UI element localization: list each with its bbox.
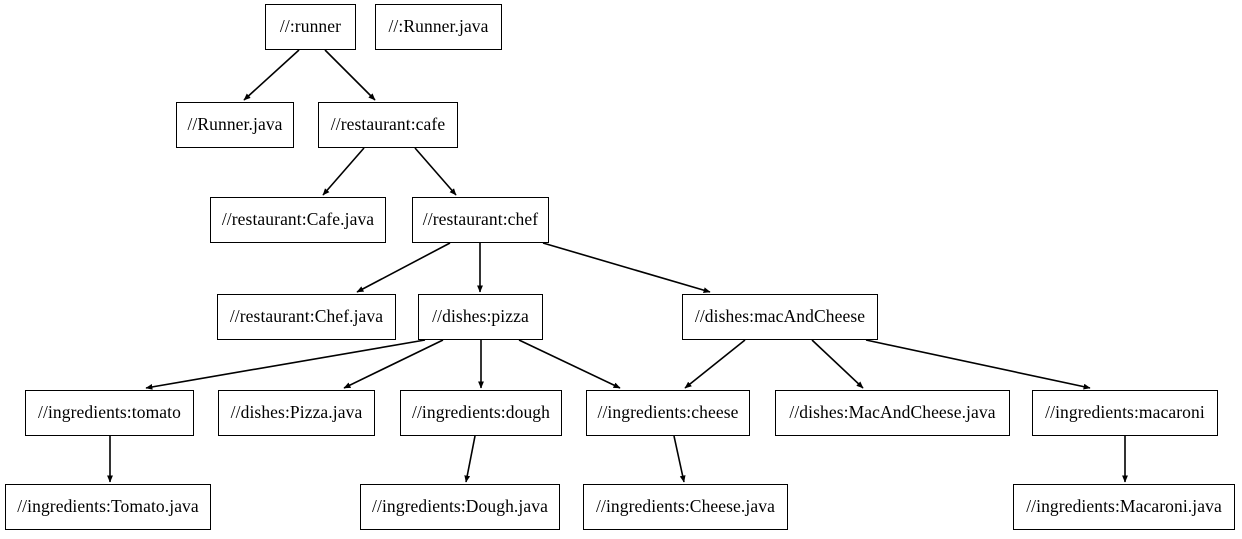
graph-edge-restaurant_chef-to-restaurant_chef_java xyxy=(356,242,451,293)
graph-node-restaurant_cafe_java[interactable]: //restaurant:Cafe.java xyxy=(210,197,386,243)
graph-node-label: //restaurant:chef xyxy=(422,209,539,230)
graph-edge-dishes_pizza-to-ingredients_cheese xyxy=(518,339,621,389)
graph-node-dishes_macandcheese[interactable]: //dishes:macAndCheese xyxy=(682,294,878,340)
graph-node-restaurant_chef_java[interactable]: //restaurant:Chef.java xyxy=(217,294,396,340)
graph-node-dishes_macandcheese_java[interactable]: //dishes:MacAndCheese.java xyxy=(775,390,1010,436)
graph-node-dishes_pizza_java[interactable]: //dishes:Pizza.java xyxy=(218,390,375,436)
graph-node-dishes_pizza[interactable]: //dishes:pizza xyxy=(418,294,543,340)
graph-edge-dishes_macandcheese-to-ingredients_cheese xyxy=(684,339,746,389)
graph-node-label: //ingredients:cheese xyxy=(597,402,739,423)
graph-node-ingredients_dough_java[interactable]: //ingredients:Dough.java xyxy=(360,484,560,530)
graph-node-ingredients_macaroni[interactable]: //ingredients:macaroni xyxy=(1032,390,1218,436)
graph-node-label: //dishes:Pizza.java xyxy=(230,402,363,423)
graph-node-label: //:runner xyxy=(279,16,342,37)
graph-edge-dishes_pizza-to-dishes_pizza_java xyxy=(343,339,444,389)
graph-node-label: //restaurant:Chef.java xyxy=(229,306,384,327)
graph-node-label: //dishes:MacAndCheese.java xyxy=(789,402,996,423)
graph-node-ingredients_tomato_java[interactable]: //ingredients:Tomato.java xyxy=(5,484,211,530)
graph-node-restaurant_cafe[interactable]: //restaurant:cafe xyxy=(318,102,458,148)
graph-edge-dishes_macandcheese-to-dishes_macandcheese_java xyxy=(811,339,864,389)
graph-node-restaurant_chef[interactable]: //restaurant:chef xyxy=(412,197,549,243)
graph-node-label: //restaurant:Cafe.java xyxy=(221,209,375,230)
graph-node-label: //dishes:macAndCheese xyxy=(694,306,866,327)
graph-node-label: //:Runner.java xyxy=(388,16,489,37)
graph-node-label: //ingredients:dough xyxy=(412,402,550,423)
graph-node-label: //ingredients:tomato xyxy=(38,402,181,423)
graph-node-label: //ingredients:Dough.java xyxy=(372,496,548,517)
graph-edge-restaurant_chef-to-dishes_macandcheese xyxy=(542,242,711,294)
graph-edge-runner-to-restaurant_cafe xyxy=(324,49,376,101)
graph-edge-ingredients_dough-to-ingredients_dough_java xyxy=(464,435,476,483)
graph-node-label: //ingredients:Cheese.java xyxy=(596,496,775,517)
graph-node-runner_java[interactable]: //Runner.java xyxy=(176,102,294,148)
graph-node-label: //restaurant:cafe xyxy=(330,114,446,135)
graph-node-root_runner_java[interactable]: //:Runner.java xyxy=(375,4,502,50)
graph-node-label: //ingredients:Tomato.java xyxy=(17,496,199,517)
graph-node-ingredients_macaroni_java[interactable]: //ingredients:Macaroni.java xyxy=(1013,484,1235,530)
graph-node-runner[interactable]: //:runner xyxy=(265,4,356,50)
graph-node-ingredients_tomato[interactable]: //ingredients:tomato xyxy=(25,390,194,436)
graph-edge-ingredients_cheese-to-ingredients_cheese_java xyxy=(673,435,686,483)
graph-edge-restaurant_cafe-to-restaurant_chef xyxy=(414,147,457,196)
graph-node-ingredients_cheese[interactable]: //ingredients:cheese xyxy=(586,390,750,436)
graph-node-label: //dishes:pizza xyxy=(432,306,529,327)
graph-node-label: //Runner.java xyxy=(187,114,283,135)
graph-node-label: //ingredients:Macaroni.java xyxy=(1026,496,1222,517)
graph-edge-runner-to-runner_java xyxy=(243,49,300,101)
graph-edge-dishes_macandcheese-to-ingredients_macaroni xyxy=(865,339,1091,390)
graph-edge-restaurant_cafe-to-restaurant_cafe_java xyxy=(322,147,365,196)
graph-node-ingredients_cheese_java[interactable]: //ingredients:Cheese.java xyxy=(583,484,788,530)
graph-node-label: //ingredients:macaroni xyxy=(1045,402,1205,423)
graph-edge-dishes_pizza-to-ingredients_tomato xyxy=(145,339,426,390)
graph-node-ingredients_dough[interactable]: //ingredients:dough xyxy=(400,390,562,436)
